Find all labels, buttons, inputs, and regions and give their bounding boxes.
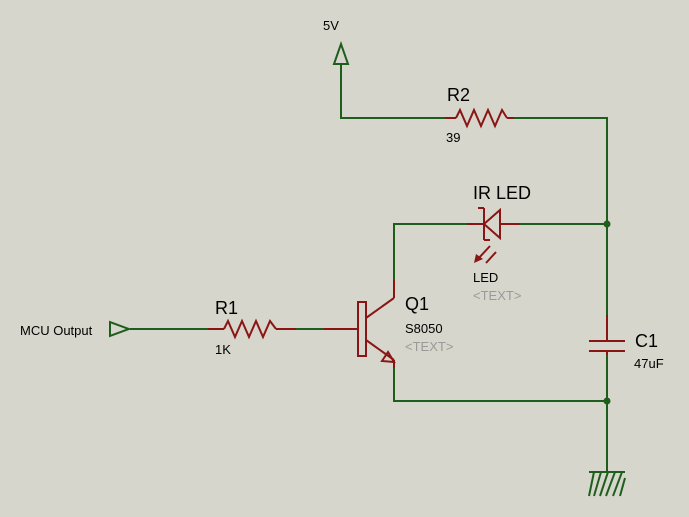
q1-ref-label: Q1: [405, 294, 429, 314]
c1-value-label: 47uF: [634, 356, 664, 371]
r2-zigzag-icon: [455, 107, 508, 129]
q1-emitter-arrow-icon: [380, 350, 396, 364]
led-emission-arrowhead-icon: [474, 254, 483, 263]
ground-hatch-5: [612, 471, 623, 497]
power-terminal-5v[interactable]: 5V: [323, 18, 350, 65]
ir-led[interactable]: IR LED LED <TEXT>: [467, 183, 531, 303]
capacitor-c1[interactable]: C1 47uF: [589, 315, 664, 371]
led-ref-label: IR LED: [473, 183, 531, 203]
wires: [130, 64, 608, 472]
led-type-label: LED: [473, 270, 498, 285]
power-arrow-icon: [332, 40, 350, 65]
resistor-r1[interactable]: R1 1K: [208, 298, 296, 357]
ground-hatch-1: [588, 471, 595, 497]
input-label: MCU Output: [20, 323, 93, 338]
r1-zigzag-icon: [223, 318, 277, 340]
r2-ref-label: R2: [447, 85, 470, 105]
r1-ref-label: R1: [215, 298, 238, 318]
led-emission-arrow-icon-2: [485, 251, 497, 264]
ground-hatch-3: [599, 471, 609, 497]
c1-ref-label: C1: [635, 331, 658, 351]
q1-collector-lead: [365, 297, 395, 319]
led-text-placeholder: <TEXT>: [473, 288, 521, 303]
input-terminal[interactable]: MCU Output: [20, 320, 132, 338]
r2-value-label: 39: [446, 130, 460, 145]
ground-hatch-4: [605, 471, 616, 497]
ground-symbol-icon[interactable]: [588, 471, 626, 497]
r1-value-label: 1K: [215, 342, 231, 357]
q1-emitter-lead: [365, 339, 395, 361]
junction-ground-node: [603, 397, 611, 405]
wire-led-to-collector: [393, 223, 467, 280]
input-arrow-icon: [109, 320, 132, 338]
ground-hatch-2: [593, 471, 602, 497]
transistor-q1[interactable]: Q1 S8050 <TEXT>: [324, 280, 453, 368]
q1-value-label: S8050: [405, 321, 443, 336]
q1-text-placeholder: <TEXT>: [405, 339, 453, 354]
wire-emitter-to-ground-rail: [393, 368, 607, 402]
resistor-r2[interactable]: R2 39: [445, 85, 514, 145]
ground-hatch-6: [619, 477, 626, 497]
junction-led-node: [603, 220, 611, 228]
wire-r2-to-right-rail: [514, 117, 608, 315]
led-triangle-icon: [482, 207, 501, 241]
wire-5v-to-r2: [340, 64, 445, 119]
power-label: 5V: [323, 18, 339, 33]
q1-base-bar-icon: [357, 301, 367, 357]
